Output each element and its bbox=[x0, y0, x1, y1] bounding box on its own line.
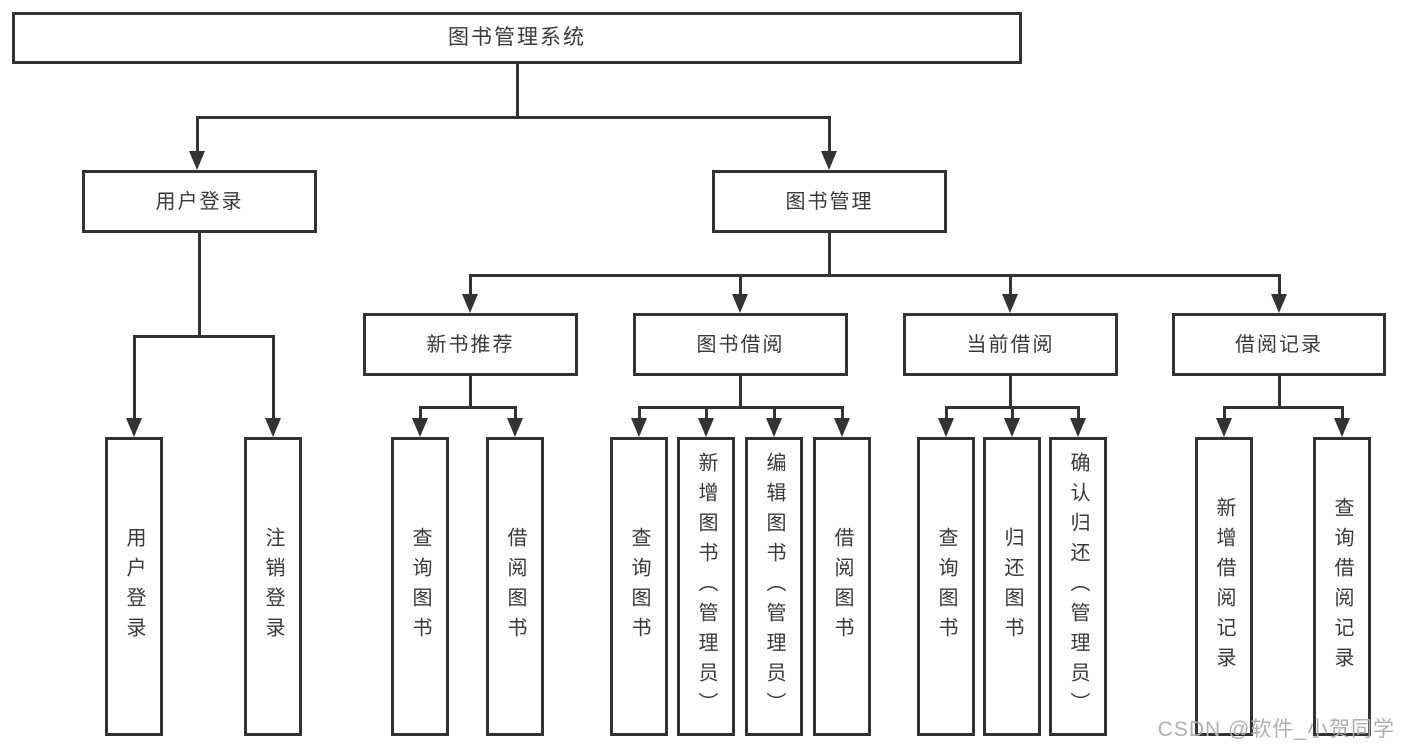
connector-line-h bbox=[468, 273, 1281, 277]
arrow-down-icon bbox=[507, 418, 523, 437]
connector-line-v bbox=[515, 64, 519, 119]
arrow-down-icon bbox=[1334, 418, 1350, 437]
arrow-down-icon bbox=[732, 294, 748, 313]
connector-line-v bbox=[513, 407, 517, 421]
leaf-query-books-borrowing: 查询图书 bbox=[610, 437, 668, 736]
leaf-user-login: 用户登录 bbox=[105, 437, 163, 736]
connector-line-h bbox=[637, 405, 844, 409]
connector-line-v bbox=[132, 336, 136, 421]
connector-line-h bbox=[195, 115, 831, 119]
arrow-down-icon bbox=[698, 418, 714, 437]
arrow-down-icon bbox=[631, 418, 647, 437]
arrow-down-icon bbox=[938, 418, 954, 437]
leaf-borrow-books-recommend: 借阅图书 bbox=[486, 437, 544, 736]
connector-line-v bbox=[1340, 407, 1344, 421]
watermark-text: CSDN @软件_小贺同学 bbox=[1157, 718, 1395, 741]
connector-line-v bbox=[1277, 275, 1281, 297]
arrow-down-icon bbox=[1002, 294, 1018, 313]
node-book-borrowing: 图书借阅 bbox=[633, 313, 848, 376]
arrow-down-icon bbox=[189, 151, 205, 170]
node-borrow-records: 借阅记录 bbox=[1172, 313, 1386, 376]
connector-line-v bbox=[772, 407, 776, 421]
node-library-system: 图书管理系统 bbox=[12, 12, 1022, 64]
leaf-query-books-current: 查询图书 bbox=[917, 437, 975, 736]
arrow-down-icon bbox=[265, 418, 281, 437]
arrow-down-icon bbox=[834, 418, 850, 437]
connector-line-v bbox=[827, 117, 831, 154]
arrow-down-icon bbox=[1004, 418, 1020, 437]
arrow-down-icon bbox=[412, 418, 428, 437]
node-user-login: 用户登录 bbox=[82, 170, 317, 233]
connector-line-v bbox=[1008, 376, 1012, 409]
node-new-book-recommend: 新书推荐 bbox=[363, 313, 578, 376]
connector-line-h bbox=[1222, 405, 1344, 409]
arrow-down-icon bbox=[821, 151, 837, 170]
leaf-add-books-admin: 新增图书（管理员） bbox=[677, 437, 735, 736]
connector-line-v bbox=[195, 117, 199, 154]
arrow-down-icon bbox=[462, 294, 478, 313]
leaf-logout-login: 注销登录 bbox=[244, 437, 302, 736]
arrow-down-icon bbox=[1271, 294, 1287, 313]
connector-line-v bbox=[827, 233, 831, 277]
connector-line-h bbox=[132, 334, 275, 338]
connector-line-v bbox=[1222, 407, 1226, 421]
leaf-query-books-recommend: 查询图书 bbox=[391, 437, 449, 736]
connector-line-v bbox=[1010, 407, 1014, 421]
arrow-down-icon bbox=[766, 418, 782, 437]
leaf-edit-books-admin: 编辑图书（管理员） bbox=[745, 437, 803, 736]
connector-line-v bbox=[840, 407, 844, 421]
connector-line-h bbox=[944, 405, 1080, 409]
connector-line-v bbox=[1076, 407, 1080, 421]
leaf-query-borrow-record: 查询借阅记录 bbox=[1313, 437, 1371, 736]
arrow-down-icon bbox=[1216, 418, 1232, 437]
connector-line-v bbox=[1277, 376, 1281, 409]
leaf-confirm-return-admin: 确认归还（管理员） bbox=[1049, 437, 1107, 736]
connector-line-v bbox=[418, 407, 422, 421]
node-current-borrowing: 当前借阅 bbox=[903, 313, 1118, 376]
connector-line-v bbox=[468, 376, 472, 409]
connector-line-v bbox=[1008, 275, 1012, 297]
leaf-borrow-books: 借阅图书 bbox=[813, 437, 871, 736]
node-book-management: 图书管理 bbox=[712, 170, 947, 233]
connector-line-v bbox=[944, 407, 948, 421]
connector-line-v bbox=[197, 233, 201, 338]
connector-line-v bbox=[704, 407, 708, 421]
connector-line-v bbox=[271, 336, 275, 421]
arrow-down-icon bbox=[1070, 418, 1086, 437]
leaf-return-books: 归还图书 bbox=[983, 437, 1041, 736]
connector-line-v bbox=[738, 376, 742, 409]
connector-line-v bbox=[637, 407, 641, 421]
connector-line-h bbox=[418, 405, 517, 409]
leaf-add-borrow-record: 新增借阅记录 bbox=[1195, 437, 1253, 736]
connector-line-v bbox=[738, 275, 742, 297]
arrow-down-icon bbox=[126, 418, 142, 437]
connector-line-v bbox=[468, 275, 472, 297]
